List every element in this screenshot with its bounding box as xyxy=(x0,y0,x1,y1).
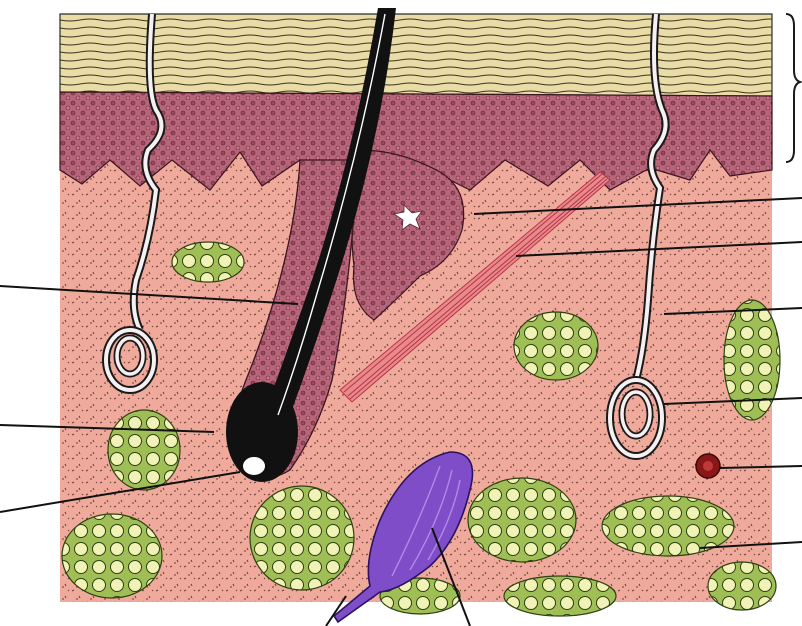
stratum-corneum xyxy=(60,14,772,96)
fat-lobule xyxy=(108,410,180,490)
fat-lobule xyxy=(468,478,576,562)
fat-lobule xyxy=(250,486,354,590)
hair-papilla xyxy=(242,456,266,476)
fat-lobule xyxy=(172,242,244,282)
fat-lobule xyxy=(514,312,598,380)
blood-vessel-lumen xyxy=(703,461,713,471)
layer-bracket xyxy=(786,14,800,162)
fat-lobule xyxy=(62,514,162,598)
fat-lobule xyxy=(504,576,616,616)
fat-lobule xyxy=(708,562,776,610)
